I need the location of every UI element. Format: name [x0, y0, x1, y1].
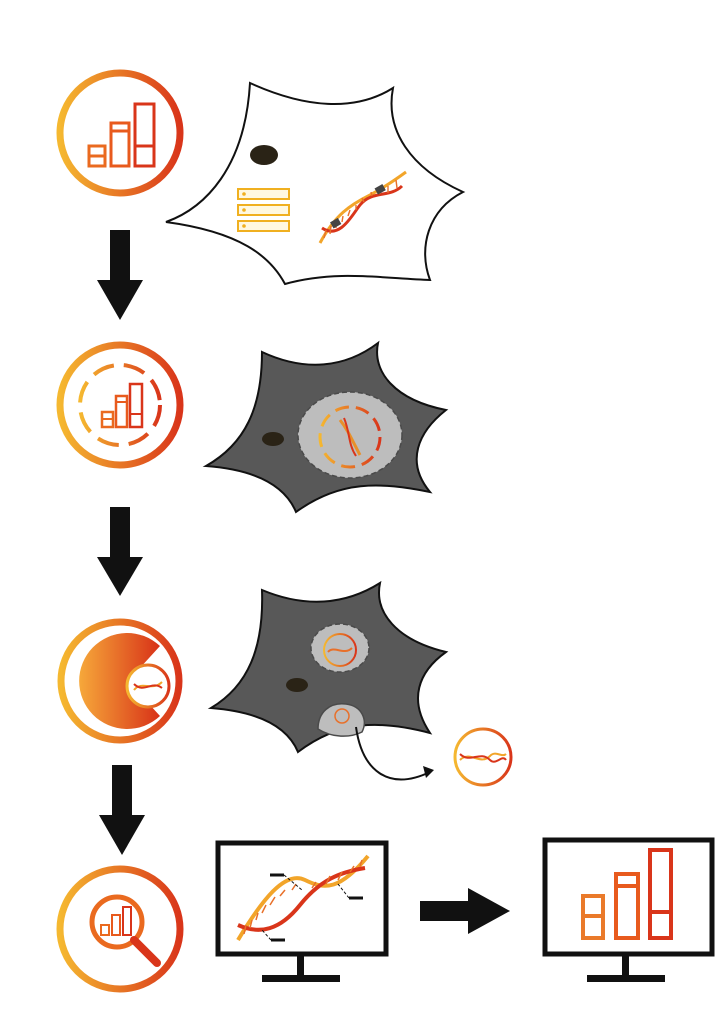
bar-chart-icon — [56, 69, 184, 197]
step-3 — [57, 580, 513, 787]
vesicle-stack-icon — [237, 188, 290, 232]
right-arrow — [420, 888, 510, 934]
monitor-dna — [215, 840, 389, 982]
dna-particle-icon — [453, 727, 513, 787]
vesicle-with-dna — [297, 391, 403, 479]
step-2 — [56, 340, 449, 514]
nucleus — [262, 432, 284, 446]
pacman-with-dna-icon — [57, 618, 183, 744]
step-4 — [56, 837, 715, 993]
dna-helix-icon — [318, 170, 407, 244]
magnifier-bar-chart-icon — [56, 865, 184, 993]
nucleus — [250, 145, 278, 165]
down-arrow-1 — [97, 230, 143, 320]
curved-arrow — [355, 726, 431, 781]
down-arrow-3 — [99, 765, 145, 855]
vesicle-with-dna — [310, 623, 370, 673]
cell-outline — [165, 81, 466, 286]
exiting-vesicle — [317, 703, 366, 737]
down-arrow-2 — [97, 507, 143, 596]
nucleus — [286, 678, 308, 692]
step-1 — [56, 69, 466, 286]
dashed-ring-bar-chart-icon — [56, 341, 184, 469]
monitor-bar-chart — [542, 837, 715, 982]
curved-arrow-head — [423, 766, 434, 778]
